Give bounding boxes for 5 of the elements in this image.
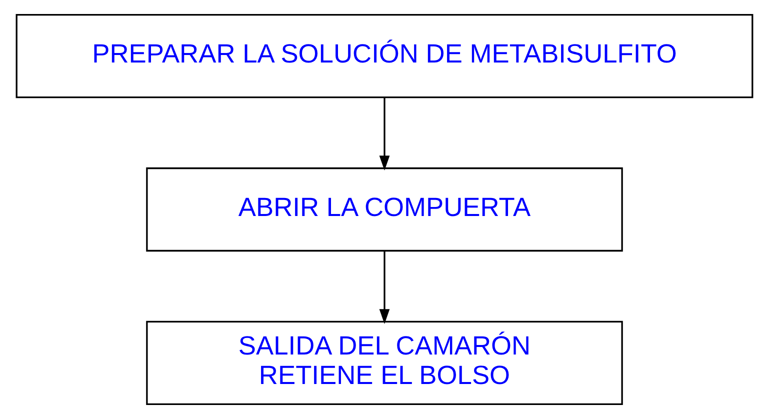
node-box: PREPARAR LA SOLUCIÓN DE METABISULFITO — [16, 14, 754, 98]
node-box: ABRIR LA COMPUERTA — [146, 167, 623, 252]
arrow — [379, 251, 390, 324]
arrow — [379, 98, 390, 171]
node-box: SALIDA DEL CAMARÓN RETIENE EL BOLSO — [146, 320, 623, 405]
